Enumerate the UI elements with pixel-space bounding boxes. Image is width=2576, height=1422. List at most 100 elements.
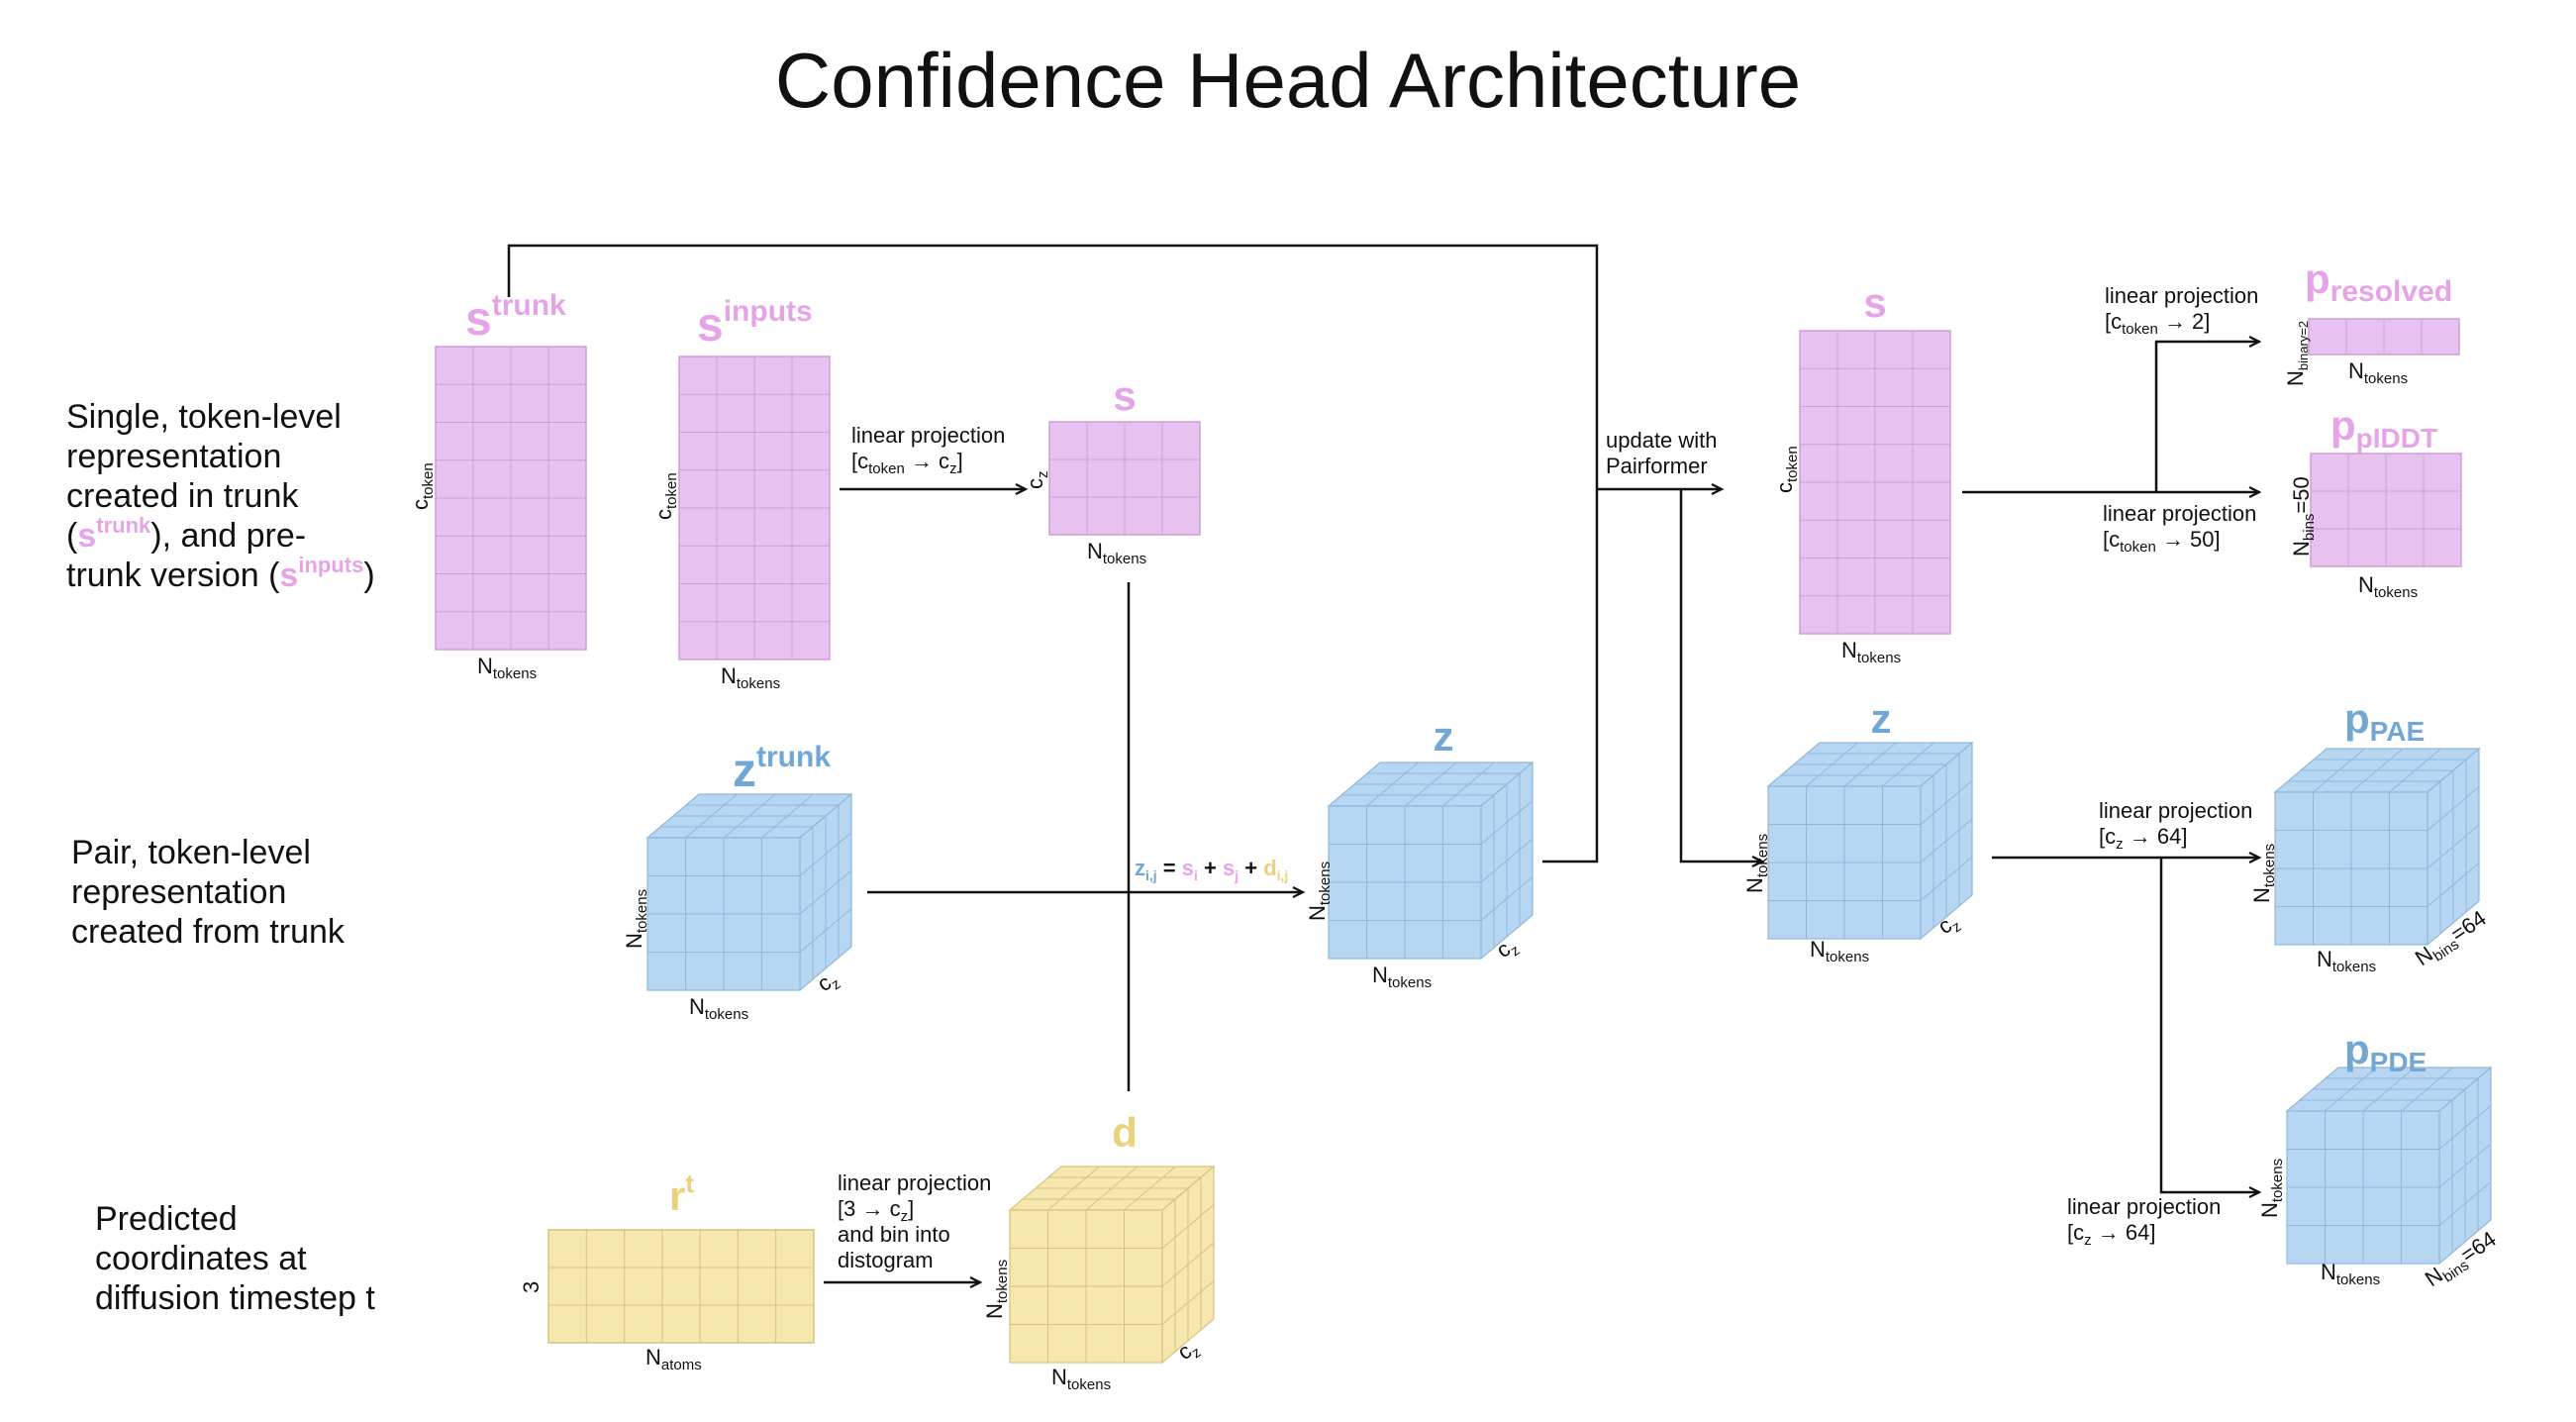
z-out-tensor xyxy=(1766,741,1974,941)
proj-r-line-2: [3 → cz] xyxy=(838,1196,914,1225)
s-trunk-dim-y: ctoken xyxy=(408,462,437,510)
p-pae-sub: PAE xyxy=(2370,716,2426,747)
z-mid-dim-y: Ntokens xyxy=(1305,862,1334,921)
z-out-dim-y-sub: tokens xyxy=(1754,834,1771,877)
proj-plddt-l2-rest: → 50] xyxy=(2156,527,2221,552)
proj-pae-line-1: linear projection xyxy=(2099,798,2252,823)
z-mid-dim-x-main: N xyxy=(1372,963,1388,987)
s-proj-dim-y-main: c xyxy=(1023,478,1047,489)
r-t-dim-y: 3 xyxy=(519,1281,544,1293)
p-pde-dim-y-main: N xyxy=(2257,1202,2282,1218)
s-inputs-dim-x-sub: tokens xyxy=(737,675,780,692)
s-inputs-sym: s xyxy=(697,299,724,352)
block-d: d Ntokens Ntokens cz xyxy=(982,1109,1216,1393)
z-trunk-dim-x-sub: tokens xyxy=(705,1006,748,1023)
d-dim-y-main: N xyxy=(982,1303,1007,1319)
formula-text: zi,j = si + sj + di,j xyxy=(1135,856,1288,883)
proj-resolved-l2-sub: token xyxy=(2122,321,2158,338)
s-out-dim-y: ctoken xyxy=(1772,446,1801,493)
s-inputs-dim-x: Ntokens xyxy=(721,663,780,692)
p-plddt-dim-y-rest: =50 xyxy=(2289,476,2314,513)
s-inputs-dim-y-sub: token xyxy=(663,472,680,509)
side-pair-line-1: Pair, token-level xyxy=(71,834,311,871)
p-pde-symbol: pPDE xyxy=(2344,1026,2427,1077)
p-plddt-dim-x-sub: tokens xyxy=(2374,584,2418,601)
proj-pae-l2-sub: z xyxy=(2116,836,2124,853)
p-resolved-dim-x-sub: tokens xyxy=(2364,370,2408,387)
p-pde-dim-y: Ntokens xyxy=(2257,1159,2286,1218)
cube-grid-line xyxy=(1161,1280,1215,1325)
cube-grid-line xyxy=(2427,863,2480,907)
s-proj-dim-x-sub: tokens xyxy=(1103,551,1146,567)
side-single-l5-sup: inputs xyxy=(298,553,363,577)
z-out-sym: z xyxy=(1871,695,1892,742)
s-out-dim-y-sub: token xyxy=(1784,446,1801,482)
z-out-dim-x-sub: tokens xyxy=(1826,949,1869,965)
proj-s-l2-arrow: → c xyxy=(905,449,949,473)
p-plddt-dim-y: Nbins=50 xyxy=(2289,476,2318,557)
z-trunk-dim-y-main: N xyxy=(622,933,646,949)
p-pde-dim-x-main: N xyxy=(2321,1260,2336,1284)
d-dim-x-sub: tokens xyxy=(1067,1376,1111,1393)
p-pde-dim-y-sub: tokens xyxy=(2269,1159,2286,1202)
proj-r-l2-open: [3 → c xyxy=(838,1196,901,1221)
r-t-dim-x-main: N xyxy=(645,1345,661,1370)
p-pae-symbol: pPAE xyxy=(2344,695,2425,747)
cube-grid-line xyxy=(1124,1166,1176,1211)
side-single-l4-open: ( xyxy=(66,517,78,555)
formula-sj: s xyxy=(1223,856,1235,880)
side-single-line-1: Single, token-level xyxy=(66,398,342,436)
p-resolved-sym: p xyxy=(2305,255,2330,302)
s-out-sym: s xyxy=(1863,279,1886,326)
s-trunk-sup: trunk xyxy=(492,289,566,322)
arrow-to-p-resolved xyxy=(2154,336,2262,492)
edge-proj-r: linear projection [3 → cz] and bin into … xyxy=(838,1170,991,1272)
proj-plddt-line-1: linear projection xyxy=(2103,501,2256,526)
s-out-dim-x-sub: tokens xyxy=(1857,650,1901,666)
side-single-l4-rest: ), and pre- xyxy=(150,517,306,555)
formula-d: d xyxy=(1263,856,1276,880)
d-dim-x: Ntokens xyxy=(1051,1365,1111,1393)
cube-grid-line xyxy=(2389,748,2441,793)
formula-d-sub: i,j xyxy=(1277,867,1289,883)
proj-s-l2-sub1: token xyxy=(868,460,905,477)
proj-s-l2-close: ] xyxy=(957,449,963,473)
proj-s-line-1: linear projection xyxy=(851,423,1005,448)
side-single-l5-sym: s xyxy=(279,557,298,594)
z-mid-dim-x: Ntokens xyxy=(1372,963,1432,991)
s-trunk-dim-y-sub: token xyxy=(420,462,437,499)
cube-grid-line xyxy=(1442,762,1495,807)
s-inputs-dim-y-main: c xyxy=(651,509,676,520)
p-plddt-dim-x: Ntokens xyxy=(2358,572,2418,601)
p-plddt-dim-x-main: N xyxy=(2358,572,2374,597)
edge-proj-resolved: linear projection [ctoken → 2] xyxy=(2105,283,2258,338)
edge-proj-s: linear projection [ctoken → cz] xyxy=(851,423,1005,477)
z-trunk-dim-y: Ntokens xyxy=(622,889,650,949)
side-coords-line-1: Predicted xyxy=(95,1200,238,1238)
side-label-coords: Predicted coordinates at diffusion times… xyxy=(95,1200,375,1317)
block-p-resolved: presolved Nbinary=2 Ntokens xyxy=(2283,255,2460,387)
block-p-plddt: ppIDDT Nbins=50 Ntokens xyxy=(2289,402,2462,601)
page-title: Confidence Head Architecture xyxy=(775,37,1801,124)
p-pde-sub: PDE xyxy=(2370,1047,2427,1077)
formula-z-sub: i,j xyxy=(1145,867,1157,883)
p-resolved-dim-y: Nbinary=2 xyxy=(2283,321,2311,386)
proj-pde-line-1: linear projection xyxy=(2067,1194,2221,1219)
formula-plus-2: + xyxy=(1238,856,1263,880)
z-mid-dim-y-main: N xyxy=(1305,905,1330,921)
connector-trunk-loop xyxy=(507,244,1599,863)
side-single-line-2: representation xyxy=(66,438,281,475)
p-resolved-dim-y-main: N xyxy=(2283,370,2308,386)
formula-si-sub: i xyxy=(1194,867,1198,883)
proj-resolved-l2-open: [c xyxy=(2105,309,2122,334)
d-dim-y-sub: tokens xyxy=(994,1260,1011,1303)
block-s-proj: s cz Ntokens xyxy=(1023,372,1201,567)
p-plddt-symbol: ppIDDT xyxy=(2330,402,2437,454)
proj-plddt-l2-sub: token xyxy=(2120,539,2156,556)
side-label-single: Single, token-level representation creat… xyxy=(66,398,375,594)
d-dim-x-main: N xyxy=(1051,1365,1067,1389)
edge-proj-pde: linear projection [cz → 64] xyxy=(2067,1194,2221,1249)
proj-pde-line-2: [cz → 64] xyxy=(2067,1220,2155,1249)
s-trunk-dim-x-sub: tokens xyxy=(493,665,537,682)
